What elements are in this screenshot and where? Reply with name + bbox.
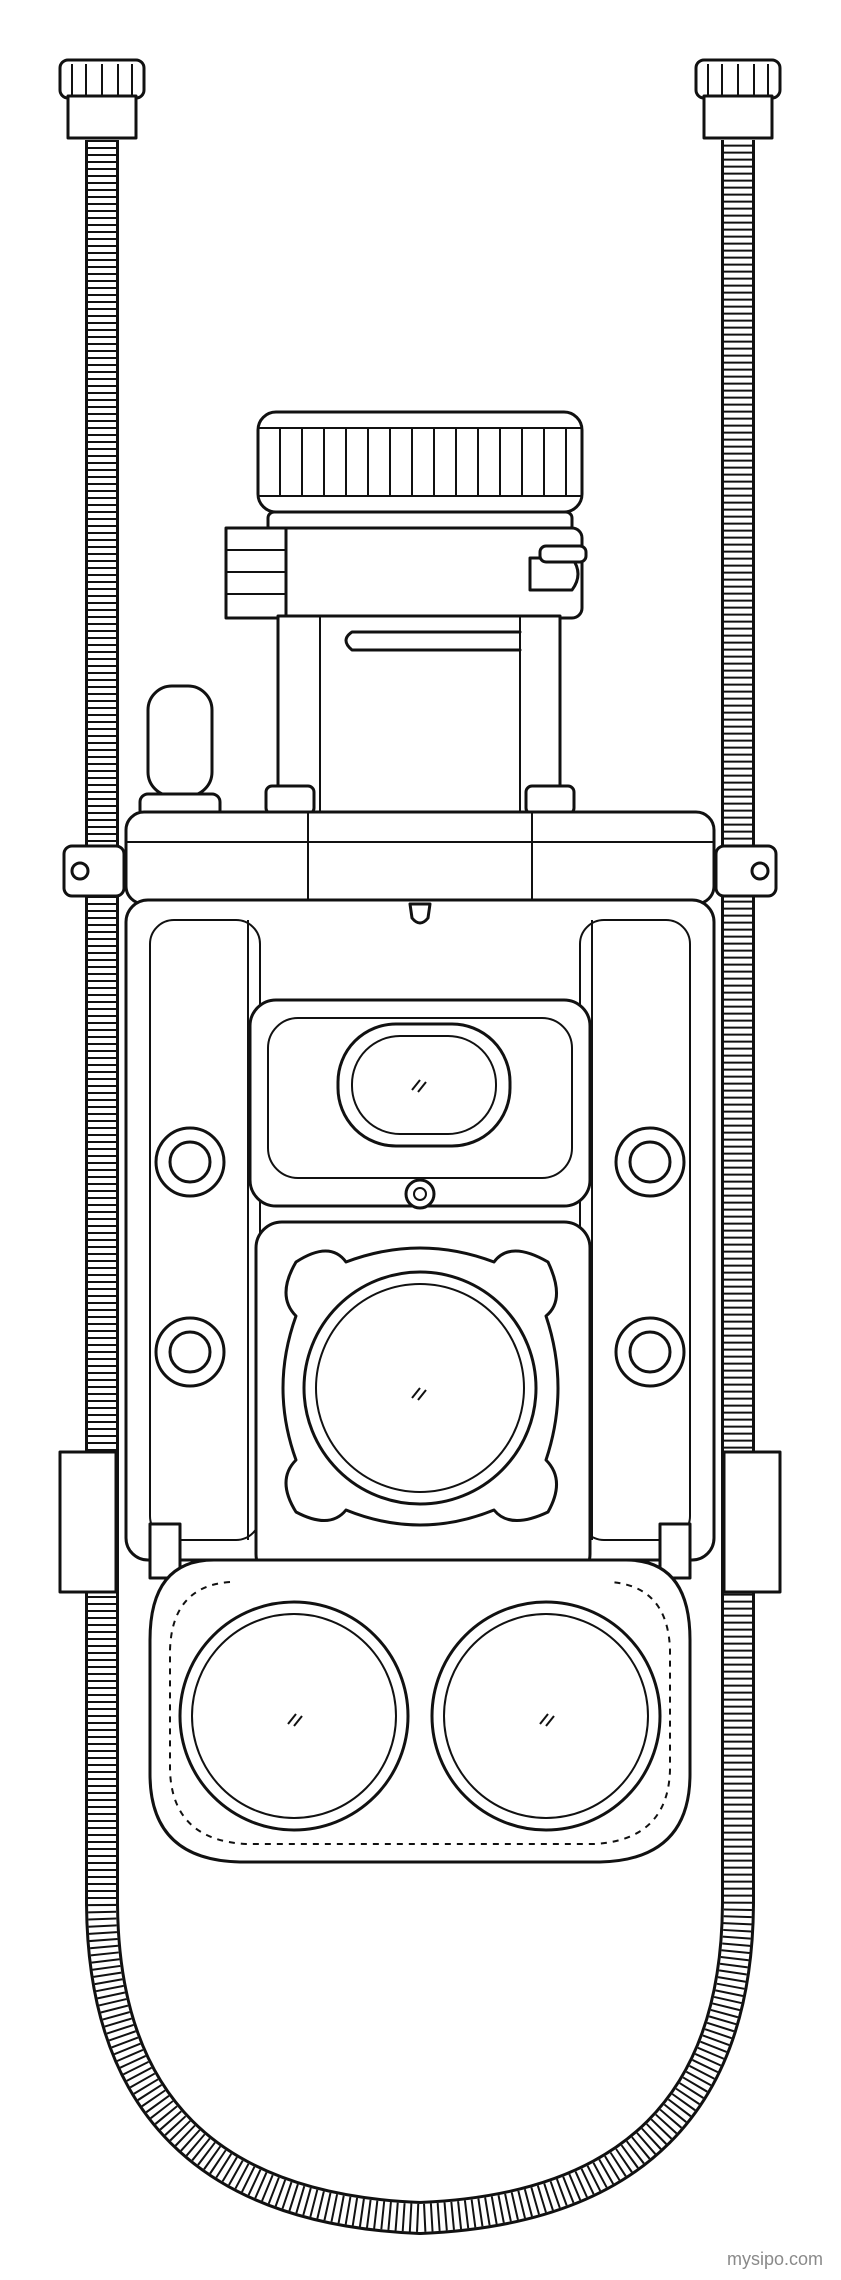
right-end-cap xyxy=(694,58,782,140)
watermark: mysipo.com xyxy=(726,2249,823,2269)
coiled-cable xyxy=(85,140,755,2236)
upper-window xyxy=(248,998,592,1210)
camera-window xyxy=(254,1220,592,1582)
locking-collar xyxy=(224,526,588,620)
left-post xyxy=(138,684,222,820)
left-end-cap xyxy=(58,58,146,140)
neck xyxy=(264,614,576,826)
bottom-lenses xyxy=(178,1600,662,1832)
top-cap xyxy=(256,410,584,534)
side-clamps xyxy=(58,844,782,1594)
